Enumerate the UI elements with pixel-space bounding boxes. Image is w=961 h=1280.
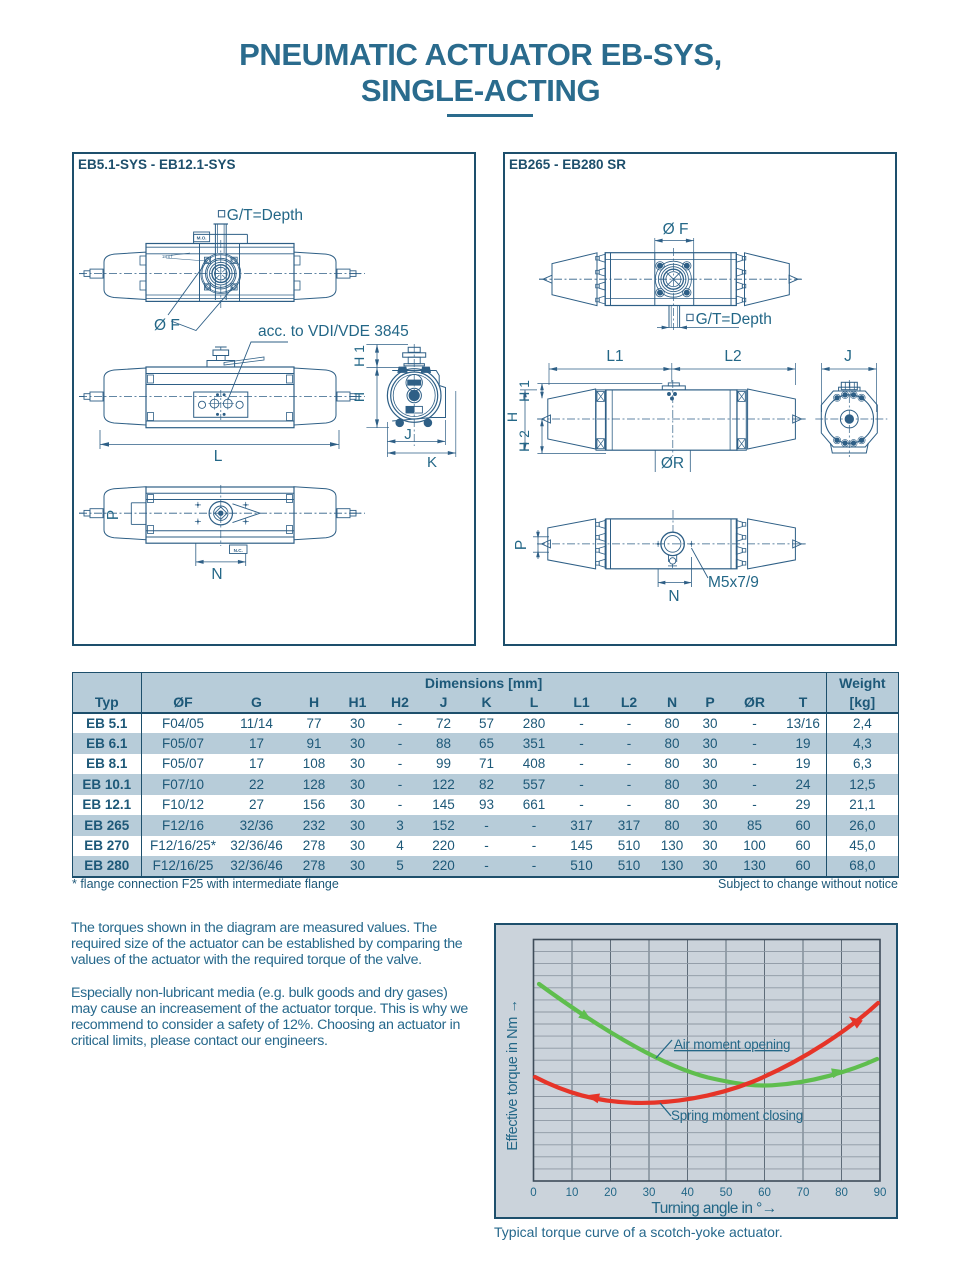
svg-text:50: 50	[720, 1187, 733, 1199]
svg-text:P: P	[513, 540, 530, 550]
svg-text:80: 80	[835, 1187, 848, 1199]
svg-text:M.O.: M.O.	[197, 236, 207, 241]
svg-text:P: P	[105, 510, 122, 520]
svg-text:acc. to VDI/VDE 3845: acc. to VDI/VDE 3845	[258, 323, 409, 340]
svg-text:G/T=Depth: G/T=Depth	[696, 311, 772, 328]
svg-text:K: K	[427, 454, 437, 471]
svg-text:70: 70	[797, 1187, 810, 1199]
svg-text:L: L	[214, 448, 223, 465]
svg-text:N: N	[211, 566, 222, 583]
svg-text:L1: L1	[606, 348, 623, 365]
svg-text:18 x f: 18 x f	[162, 254, 173, 259]
svg-text:H 2: H 2	[516, 430, 532, 452]
svg-text:J: J	[844, 348, 852, 365]
svg-text:H 1: H 1	[516, 380, 532, 402]
svg-text:0: 0	[530, 1187, 536, 1199]
svg-text:H 1: H 1	[351, 345, 367, 367]
svg-text:H: H	[505, 412, 520, 422]
svg-text:ØR: ØR	[661, 455, 684, 472]
svg-text:Spring moment closing: Spring moment closing	[671, 1108, 803, 1123]
svg-text:30: 30	[643, 1187, 656, 1199]
svg-text:60: 60	[758, 1187, 771, 1199]
svg-text:Turning angle in °→: Turning angle in °→	[651, 1200, 776, 1217]
svg-text:Ø F: Ø F	[154, 317, 180, 334]
svg-text:40: 40	[681, 1187, 694, 1199]
svg-text:G/T=Depth: G/T=Depth	[227, 207, 303, 224]
svg-text:H: H	[351, 392, 367, 402]
svg-text:M5x7/9: M5x7/9	[708, 574, 759, 591]
svg-text:Air moment opening: Air moment opening	[674, 1037, 790, 1052]
svg-text:L2: L2	[724, 348, 741, 365]
svg-text:Ø F: Ø F	[663, 221, 689, 238]
svg-text:Effective torque in Nm →: Effective torque in Nm →	[505, 999, 521, 1150]
svg-text:N: N	[668, 588, 679, 605]
svg-text:J: J	[404, 426, 412, 443]
svg-text:90: 90	[874, 1187, 887, 1199]
svg-text:20: 20	[604, 1187, 617, 1199]
svg-text:N.C.: N.C.	[234, 548, 243, 553]
svg-text:10: 10	[566, 1187, 579, 1199]
